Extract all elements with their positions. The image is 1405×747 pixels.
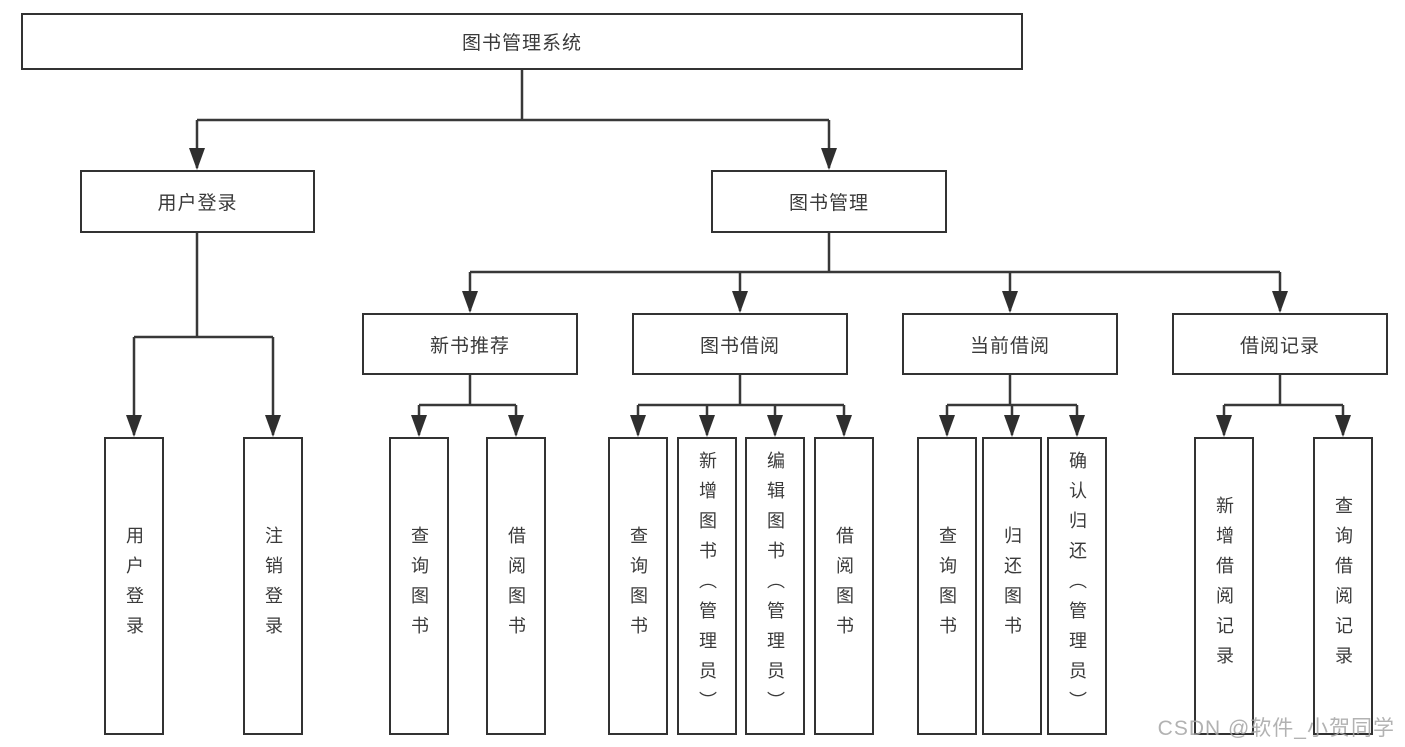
arrow-down-icon — [699, 415, 715, 437]
arrow-down-icon — [939, 415, 955, 437]
arrow-down-icon — [1002, 291, 1018, 313]
node-book-management: 图书管理 — [711, 170, 947, 233]
arrow-down-icon — [1272, 291, 1288, 313]
node-book-borrow: 图书借阅 — [632, 313, 848, 375]
leaf-add-books-admin: 新增图书（管理员） — [677, 437, 737, 735]
arrow-down-icon — [126, 415, 142, 437]
leaf-add-borrow-record: 新增借阅记录 — [1194, 437, 1254, 735]
node-library-management-system: 图书管理系统 — [21, 13, 1023, 70]
arrow-down-icon — [1004, 415, 1020, 437]
leaf-borrow-books: 借阅图书 — [814, 437, 874, 735]
arrow-down-icon — [265, 415, 281, 437]
node-user-login: 用户登录 — [80, 170, 315, 233]
connector-lines — [132, 70, 1345, 435]
arrow-down-icon — [630, 415, 646, 437]
leaf-query-borrow-record: 查询借阅记录 — [1313, 437, 1373, 735]
watermark: CSDN @软件_小贺同学 — [1157, 717, 1395, 740]
leaf-query-books: 查询图书 — [917, 437, 977, 735]
arrow-down-icon — [1216, 415, 1232, 437]
arrow-down-icon — [1069, 415, 1085, 437]
arrow-down-icon — [462, 291, 478, 313]
leaf-user-login: 用户登录 — [104, 437, 164, 735]
arrow-down-icon — [508, 415, 524, 437]
arrow-down-icon — [821, 148, 837, 170]
arrow-down-icon — [732, 291, 748, 313]
arrow-down-icon — [411, 415, 427, 437]
arrow-down-icon — [836, 415, 852, 437]
arrow-down-icon — [767, 415, 783, 437]
node-current-borrow: 当前借阅 — [902, 313, 1118, 375]
arrowhead-icons — [126, 148, 1351, 437]
leaf-query-books: 查询图书 — [608, 437, 668, 735]
leaf-confirm-return-admin: 确认归还（管理员） — [1047, 437, 1107, 735]
leaf-edit-books-admin: 编辑图书（管理员） — [745, 437, 805, 735]
node-borrow-records: 借阅记录 — [1172, 313, 1388, 375]
arrow-down-icon — [1335, 415, 1351, 437]
arrow-down-icon — [189, 148, 205, 170]
leaf-query-books: 查询图书 — [389, 437, 449, 735]
leaf-borrow-books: 借阅图书 — [486, 437, 546, 735]
node-new-book-recommend: 新书推荐 — [362, 313, 578, 375]
leaf-logout: 注销登录 — [243, 437, 303, 735]
leaf-return-books: 归还图书 — [982, 437, 1042, 735]
